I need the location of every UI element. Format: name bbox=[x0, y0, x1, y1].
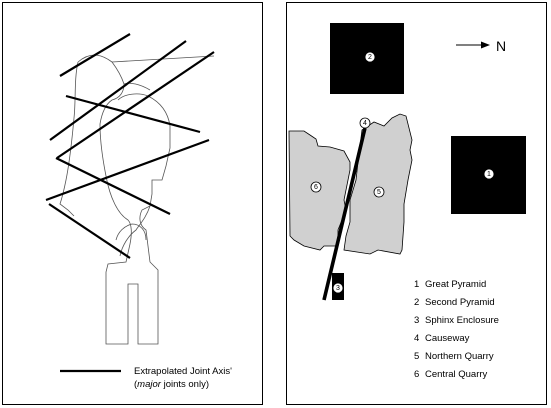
joint-axis-line bbox=[49, 40, 187, 141]
marker-5: 5 bbox=[373, 186, 385, 198]
marker-4: 4 bbox=[359, 117, 371, 129]
joint-axes bbox=[45, 33, 215, 259]
key-label-6: Central Quarry bbox=[425, 369, 488, 380]
key-label-2: Second Pyramid bbox=[425, 297, 495, 308]
joint-axis-line bbox=[65, 94, 201, 134]
north-label: N bbox=[496, 38, 506, 54]
key-label-3: Sphinx Enclosure bbox=[425, 315, 499, 326]
key-num-2: 2 bbox=[414, 297, 419, 308]
svg-text:5: 5 bbox=[377, 189, 381, 196]
key-label-1: Great Pyramid bbox=[425, 279, 486, 290]
marker-3: 3 bbox=[332, 282, 344, 294]
marker-1: 1 bbox=[483, 168, 495, 180]
joint-axis-line bbox=[45, 138, 210, 202]
key-num-4: 4 bbox=[414, 333, 419, 344]
key-num-3: 3 bbox=[414, 315, 419, 326]
joint-axis-line bbox=[55, 157, 171, 215]
svg-text:3: 3 bbox=[336, 285, 340, 292]
key-num-5: 5 bbox=[414, 351, 419, 362]
site-key: 1 Great Pyramid 2 Second Pyramid 3 Sphin… bbox=[414, 279, 499, 380]
causeway bbox=[322, 127, 367, 301]
north-arrow bbox=[456, 41, 490, 49]
legend-line2: (major joints only) bbox=[134, 379, 209, 390]
joint-axis-line bbox=[48, 203, 131, 259]
key-label-4: Causeway bbox=[425, 333, 470, 344]
svg-text:6: 6 bbox=[314, 184, 318, 191]
joint-axis-line bbox=[56, 51, 215, 159]
key-label-5: Northern Quarry bbox=[425, 351, 494, 362]
marker-2: 2 bbox=[364, 51, 376, 63]
left-panel-frame bbox=[2, 2, 263, 405]
marker-6: 6 bbox=[310, 181, 322, 193]
joint-axis-line bbox=[59, 33, 131, 77]
svg-text:4: 4 bbox=[363, 120, 367, 127]
legend-line1: Extrapolated Joint Axis' bbox=[134, 366, 232, 377]
svg-text:2: 2 bbox=[368, 54, 372, 61]
key-num-1: 1 bbox=[414, 279, 419, 290]
key-num-6: 6 bbox=[414, 369, 419, 380]
svg-text:1: 1 bbox=[487, 171, 491, 178]
